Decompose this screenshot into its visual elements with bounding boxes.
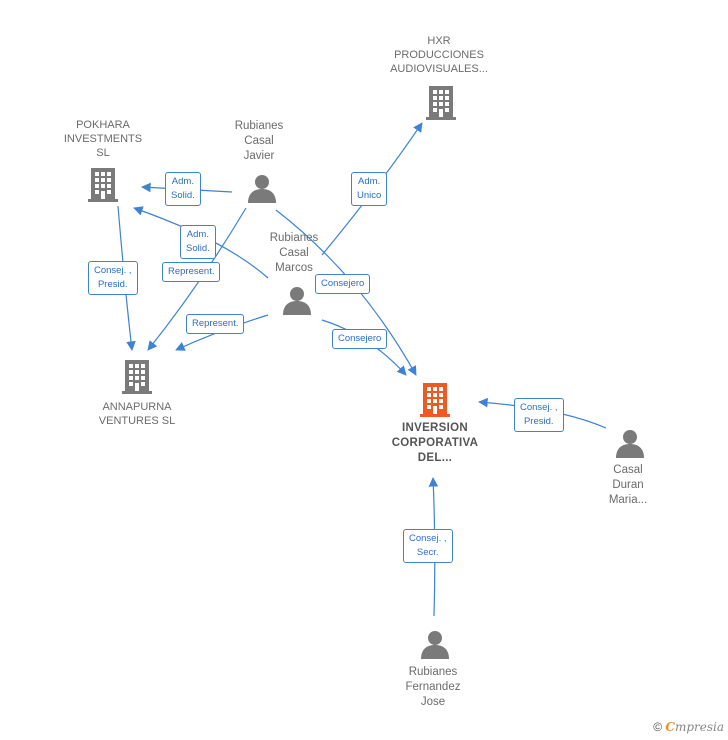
- edge-label-marcos-inversion[interactable]: Consejero: [332, 329, 388, 349]
- person-icon[interactable]: [248, 175, 276, 203]
- footer-brand[interactable]: © Cmpresia: [653, 720, 724, 734]
- person-icon[interactable]: [616, 430, 644, 458]
- edge-label-marcos-annapurna[interactable]: Represent.: [186, 314, 245, 334]
- person-icon[interactable]: [283, 287, 311, 315]
- edge-label-maria-inversion[interactable]: Consej. , Presid.: [514, 398, 564, 432]
- edge-label-marcos-hxr[interactable]: Adm. Unico: [351, 172, 388, 206]
- node-label-jose[interactable]: Rubianes Fernandez Jose: [405, 666, 461, 708]
- building-icon[interactable]: [426, 86, 456, 120]
- edge-javier-annapurna: [147, 207, 247, 351]
- building-icon[interactable]: [88, 168, 118, 202]
- edge-label-javier-inversion[interactable]: Consejero: [315, 274, 371, 294]
- node-label-hxr[interactable]: HXR PRODUCCIONES AUDIOVISUALES...: [390, 35, 488, 75]
- node-label-pokhara[interactable]: POKHARA INVESTMENTS SL: [63, 119, 143, 159]
- node-label-annapurna[interactable]: ANNAPURNA VENTURES SL: [98, 401, 176, 427]
- node-label-inversion[interactable]: INVERSION CORPORATIVA DEL...: [391, 422, 479, 464]
- node-label-javier[interactable]: Rubianes Casal Javier: [234, 120, 284, 162]
- edge-label-pokhara-annapurna[interactable]: Consej. , Presid.: [88, 261, 138, 295]
- brand-logo: Cmpresia: [665, 720, 724, 734]
- person-icon[interactable]: [421, 631, 449, 659]
- edge-label-javier-pokhara[interactable]: Adm. Solid.: [165, 172, 201, 206]
- edge-label-javier-annapurna[interactable]: Represent.: [162, 262, 221, 282]
- building-icon[interactable]: [122, 360, 152, 394]
- copyright-icon: ©: [653, 720, 663, 734]
- building-icon[interactable]: [420, 383, 450, 417]
- edge-label-marcos-pokhara[interactable]: Adm. Solid.: [180, 225, 216, 259]
- node-label-maria[interactable]: Casal Duran Maria...: [608, 464, 648, 506]
- edge-label-jose-inversion[interactable]: Consej. , Secr.: [403, 529, 453, 563]
- node-label-marcos[interactable]: Rubianes Casal Marcos: [269, 232, 319, 274]
